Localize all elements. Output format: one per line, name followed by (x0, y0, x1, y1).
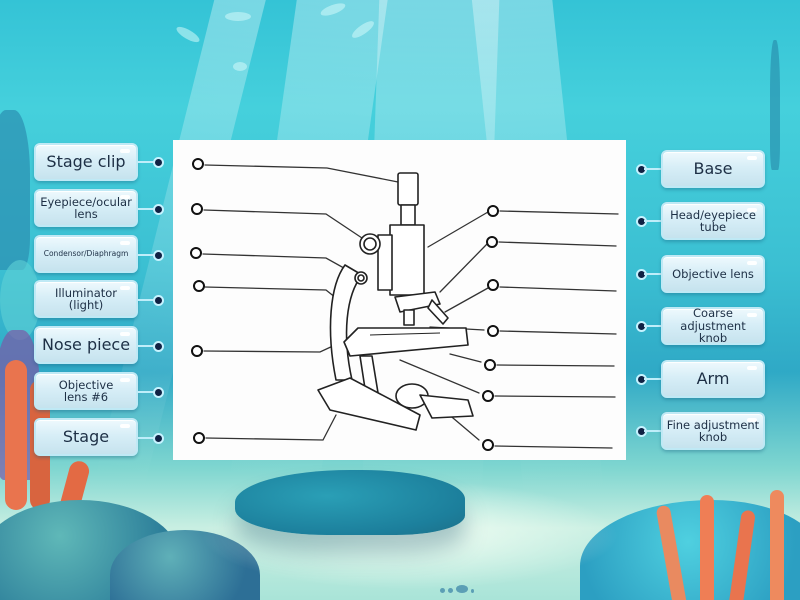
label-stage[interactable]: Stage (34, 418, 138, 456)
label-text: Eyepiece/ocular lens (40, 194, 132, 221)
drop-target-right-3[interactable] (487, 279, 499, 291)
orange-coral (770, 490, 784, 600)
label-text: Arm (696, 369, 730, 389)
drop-target-left-4[interactable] (193, 280, 205, 292)
drag-pin-icon[interactable] (153, 250, 164, 261)
label-objective-lens-6[interactable]: Objective lens #6 (34, 372, 138, 410)
fish-silhouette (225, 12, 251, 21)
label-text: Objective lens #6 (58, 377, 114, 404)
label-text: Head/eyepiece tube (670, 207, 756, 234)
drop-target-right-7[interactable] (482, 439, 494, 451)
seaweed-shape (0, 110, 30, 270)
label-nose-piece[interactable]: Nose piece (34, 326, 138, 364)
connector-line (138, 391, 156, 393)
connector-line (138, 299, 156, 301)
connector-line (138, 208, 156, 210)
label-eyepiece-ocular-lens[interactable]: Eyepiece/ocular lens (34, 189, 138, 227)
drop-target-right-4[interactable] (487, 325, 499, 337)
label-text: Illuminator (light) (54, 285, 118, 312)
label-stage-clip[interactable]: Stage clip (34, 143, 138, 181)
connector-line (138, 345, 156, 347)
connector-line (138, 437, 156, 439)
microscope-drawing (202, 164, 619, 449)
drop-target-left-1[interactable] (192, 158, 204, 170)
drag-pin-icon[interactable] (153, 295, 164, 306)
drop-target-left-6[interactable] (193, 432, 205, 444)
label-text: Nose piece (41, 335, 131, 355)
fish-silhouette (233, 62, 247, 71)
connector-line (644, 168, 662, 170)
label-text: Coarse adjustment knob (680, 306, 746, 346)
label-text: Stage clip (46, 152, 126, 172)
label-fine-adjustment-knob[interactable]: Fine adjustment knob (661, 412, 765, 450)
fish-silhouette (174, 24, 202, 45)
bubbles (440, 578, 477, 597)
drop-target-left-2[interactable] (191, 203, 203, 215)
connector-line (644, 220, 662, 222)
drag-pin-icon[interactable] (153, 204, 164, 215)
label-text: Objective lens (672, 266, 754, 281)
label-condensor-diaphragm[interactable]: Condensor/Diaphragm (34, 235, 138, 273)
drop-target-right-6[interactable] (482, 390, 494, 402)
drag-pin-icon[interactable] (153, 387, 164, 398)
label-text: Stage (62, 427, 110, 447)
label-illuminator-light[interactable]: Illuminator (light) (34, 280, 138, 318)
microscope-diagram (173, 140, 626, 460)
seaweed-shape (770, 40, 780, 170)
label-text: Condensor/Diaphragm (43, 248, 129, 258)
connector-line (644, 325, 662, 327)
drag-pin-icon[interactable] (153, 157, 164, 168)
drop-target-left-5[interactable] (191, 345, 203, 357)
sea-rock (235, 470, 465, 535)
label-head-eyepiece-tube[interactable]: Head/eyepiece tube (661, 202, 765, 240)
label-arm[interactable]: Arm (661, 360, 765, 398)
orange-coral (700, 495, 714, 600)
drag-pin-icon[interactable] (153, 341, 164, 352)
connector-line (138, 161, 156, 163)
drag-pin-icon[interactable] (153, 433, 164, 444)
drop-target-left-3[interactable] (190, 247, 202, 259)
label-coarse-adjustment-knob[interactable]: Coarse adjustment knob (661, 307, 765, 345)
drop-target-right-1[interactable] (487, 205, 499, 217)
connector-line (138, 254, 156, 256)
drop-target-right-2[interactable] (486, 236, 498, 248)
connector-line (644, 430, 662, 432)
coral-shape (0, 260, 40, 340)
label-text: Fine adjustment knob (666, 417, 760, 444)
orange-coral (5, 360, 27, 510)
label-objective-lens[interactable]: Objective lens (661, 255, 765, 293)
connector-line (644, 273, 662, 275)
drop-target-right-5[interactable] (484, 359, 496, 371)
connector-line (644, 378, 662, 380)
label-base[interactable]: Base (661, 150, 765, 188)
label-text: Base (693, 159, 733, 179)
